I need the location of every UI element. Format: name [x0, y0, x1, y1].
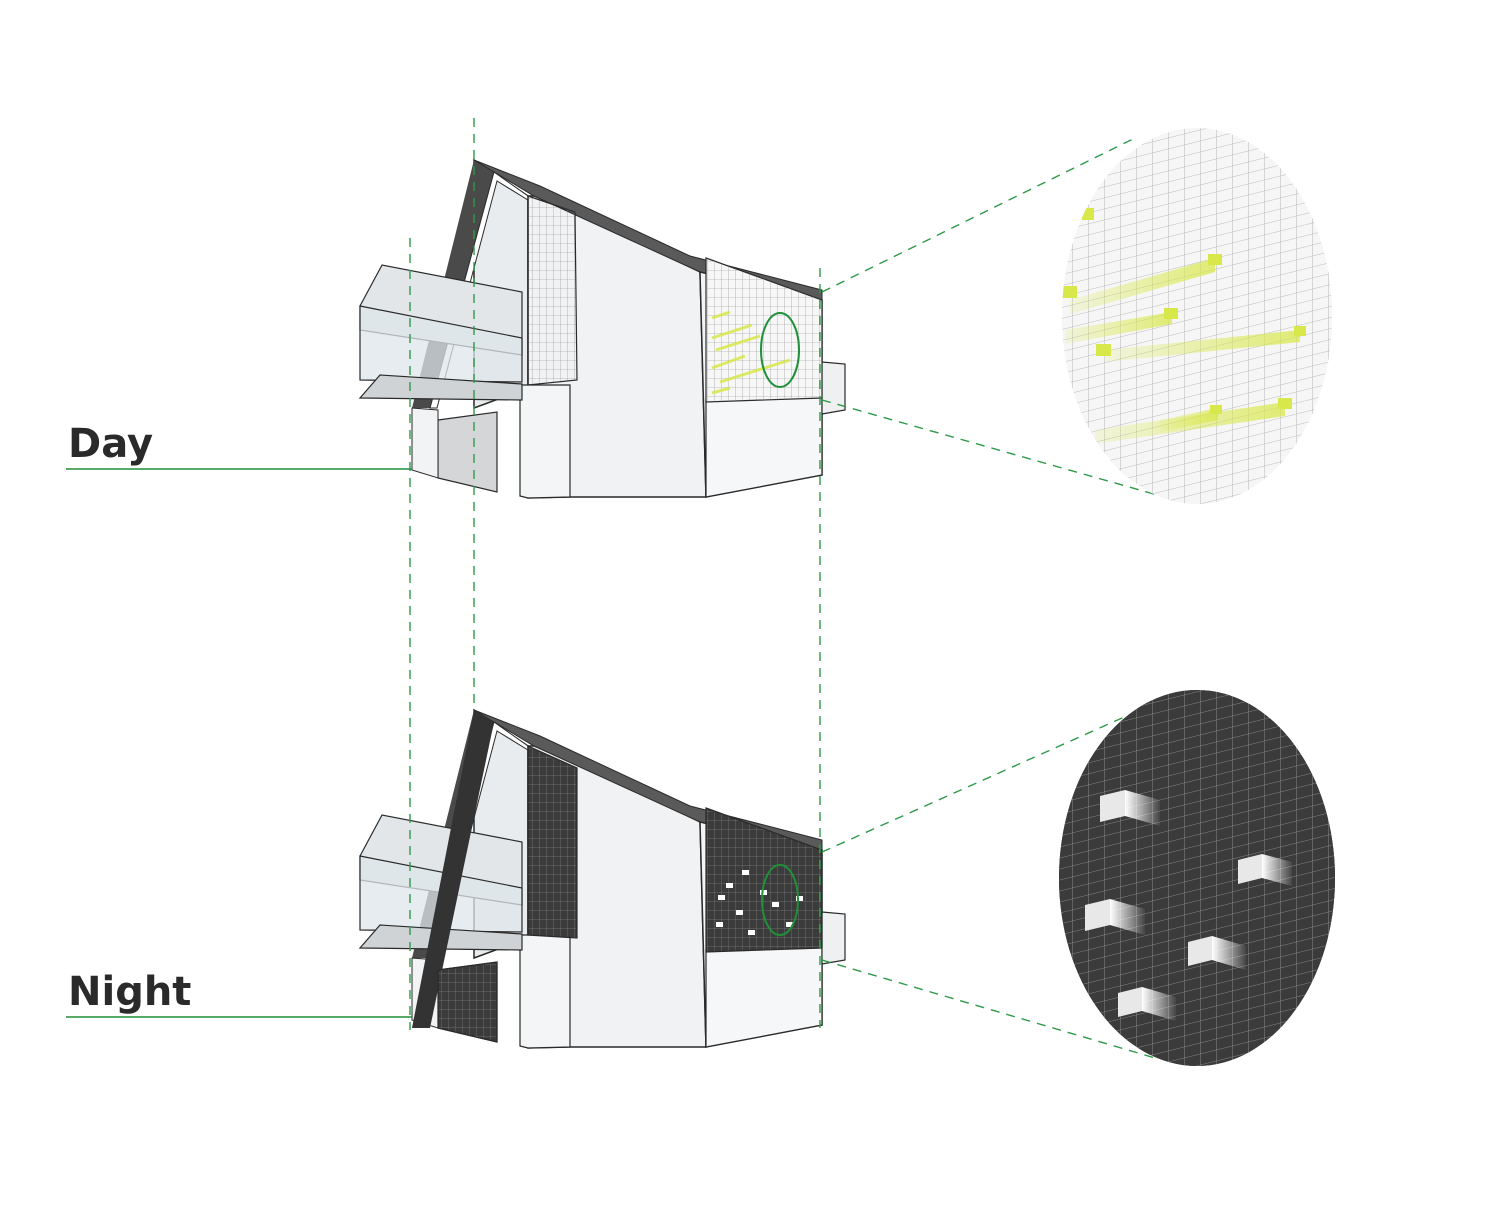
night-door-screen [437, 961, 498, 1043]
day-building [359, 159, 846, 499]
day-zoom-circle [760, 312, 800, 388]
night-right-screen-panel [705, 807, 823, 953]
day-label: Day [68, 421, 154, 467]
night-detail-magnifier [1059, 690, 1335, 1066]
night-light-points [716, 870, 803, 935]
night-building [359, 709, 846, 1049]
night-label: Night [68, 969, 192, 1015]
alignment-guides [409, 118, 1176, 1059]
day-light-beams [711, 310, 791, 395]
day-detail-magnifier [1062, 128, 1332, 504]
day-detail-beams [1062, 208, 1306, 444]
night-left-screen-panel [527, 745, 578, 939]
night-detail-light-boxes [1085, 790, 1292, 1021]
night-zoom-circle [761, 864, 799, 936]
day-left-screen-panel [527, 195, 578, 386]
